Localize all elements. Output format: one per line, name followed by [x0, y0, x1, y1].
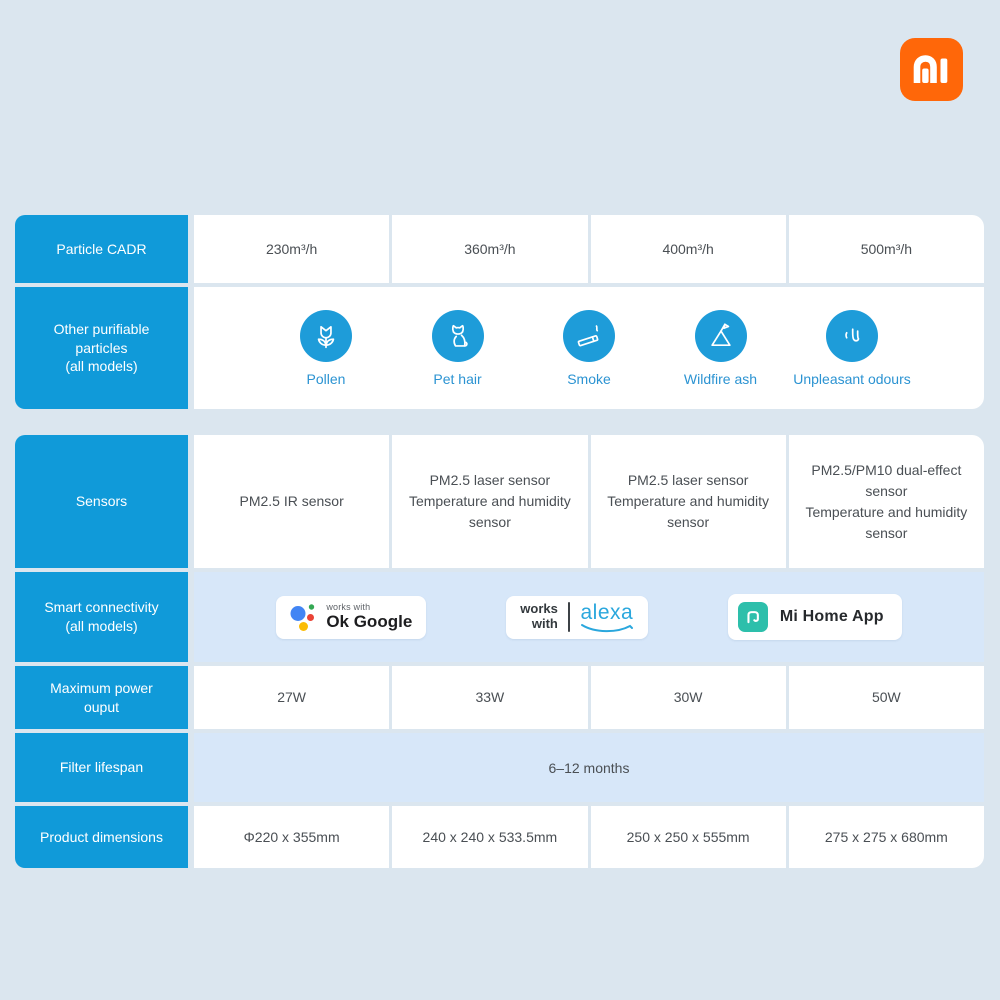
unpleasant-odours-icon: [826, 309, 878, 362]
cadr-value-cell: 500m³/h: [788, 215, 984, 283]
alexa-badge-works-with-text: works with: [520, 601, 558, 631]
table-row-particle-cadr: Particle CADR 230m³/h 360m³/h 400m³/h 50…: [15, 215, 984, 283]
pollen-icon: [300, 309, 352, 362]
sensor-value-cell: PM2.5 IR sensor: [194, 435, 390, 568]
particle-label: Pet hair: [433, 370, 482, 387]
specs-table: Sensors PM2.5 IR sensor PM2.5 laser sens…: [15, 435, 984, 868]
row-header-sensors: Sensors: [15, 435, 188, 568]
cadr-value-cell: 400m³/h: [590, 215, 786, 283]
table-row-other-particles: Other purifiable particles (all models): [15, 287, 984, 409]
particle-label: Smoke: [567, 370, 611, 387]
table-row-smart-connectivity: Smart connectivity (all models): [15, 572, 984, 662]
smoke-icon: [563, 309, 615, 362]
mi-home-label: Mi Home App: [779, 608, 884, 625]
row-header-smart-connectivity: Smart connectivity (all models): [15, 572, 188, 662]
particle-item-unpleasant-odours: Unpleasant odours: [792, 309, 912, 387]
dimension-value-cell: Φ220 x 355mm: [194, 806, 390, 868]
pet-hair-icon: [431, 309, 484, 362]
row-header-filter-lifespan: Filter lifespan: [15, 733, 188, 802]
alexa-smile-icon: [580, 623, 633, 632]
works-with-google-badge: works with Ok Google: [276, 595, 427, 639]
particle-item-smoke: Smoke: [529, 309, 649, 387]
table-row-max-power: Maximum power ouput 27W 33W 30W 50W: [15, 666, 984, 729]
dimension-value-cell: 250 x 250 x 555mm: [590, 806, 786, 868]
particle-item-wildfire-ash: Wildfire ash: [661, 309, 781, 387]
table-row-product-dimensions: Product dimensions Φ220 x 355mm 240 x 24…: [15, 806, 984, 868]
particle-label: Wildfire ash: [683, 370, 758, 387]
row-header-max-power: Maximum power ouput: [15, 666, 188, 729]
sensor-value-cell: PM2.5/PM10 dual-effect sensor Temperatur…: [788, 435, 984, 568]
row-header-product-dimensions: Product dimensions: [15, 806, 188, 868]
mi-home-app-badge: Mi Home App: [727, 594, 902, 640]
table-row-filter-lifespan: Filter lifespan 6–12 months: [15, 733, 984, 802]
cadr-value-cell: 360m³/h: [392, 215, 588, 283]
particle-cadr-values: 230m³/h 360m³/h 400m³/h 500m³/h: [194, 215, 984, 283]
google-assistant-icon: [290, 604, 315, 631]
alexa-badge-divider: [567, 602, 570, 632]
particle-item-pollen: Pollen: [266, 309, 386, 387]
smart-connectivity-cell: works with Ok Google works with alexa: [194, 572, 984, 662]
mi-home-icon: [737, 602, 768, 632]
alexa-wordmark: alexa: [580, 600, 634, 624]
sensor-value-cell: PM2.5 laser sensor Temperature and humid…: [590, 435, 786, 568]
purifiable-particles-cell: Pollen Pet hair: [194, 287, 984, 409]
particle-item-pet-hair: Pet hair: [398, 309, 518, 387]
row-header-particle-cadr: Particle CADR: [15, 215, 188, 283]
dimension-value-cell: 275 x 275 x 680mm: [788, 806, 984, 868]
mi-logo-icon: [900, 38, 963, 101]
works-with-alexa-badge: works with alexa: [506, 595, 648, 639]
row-header-other-particles: Other purifiable particles (all models): [15, 287, 188, 409]
cadr-particles-table: Particle CADR 230m³/h 360m³/h 400m³/h 50…: [15, 215, 984, 409]
filter-lifespan-cell: 6–12 months: [194, 733, 984, 802]
cadr-value-cell: 230m³/h: [194, 215, 390, 283]
table-row-sensors: Sensors PM2.5 IR sensor PM2.5 laser sens…: [15, 435, 984, 568]
power-value-cell: 30W: [590, 666, 786, 729]
google-badge-small-text: works with: [326, 601, 371, 612]
power-value-cell: 33W: [392, 666, 588, 729]
wildfire-ash-icon: [694, 309, 747, 362]
dimension-value-cell: 240 x 240 x 533.5mm: [392, 806, 588, 868]
particle-label: Pollen: [306, 370, 346, 387]
power-value-cell: 27W: [194, 666, 390, 729]
google-badge-big-text: Ok Google: [326, 611, 413, 631]
sensor-value-cell: PM2.5 laser sensor Temperature and humid…: [392, 435, 588, 568]
power-value-cell: 50W: [788, 666, 984, 729]
particle-label: Unpleasant odours: [793, 370, 911, 387]
